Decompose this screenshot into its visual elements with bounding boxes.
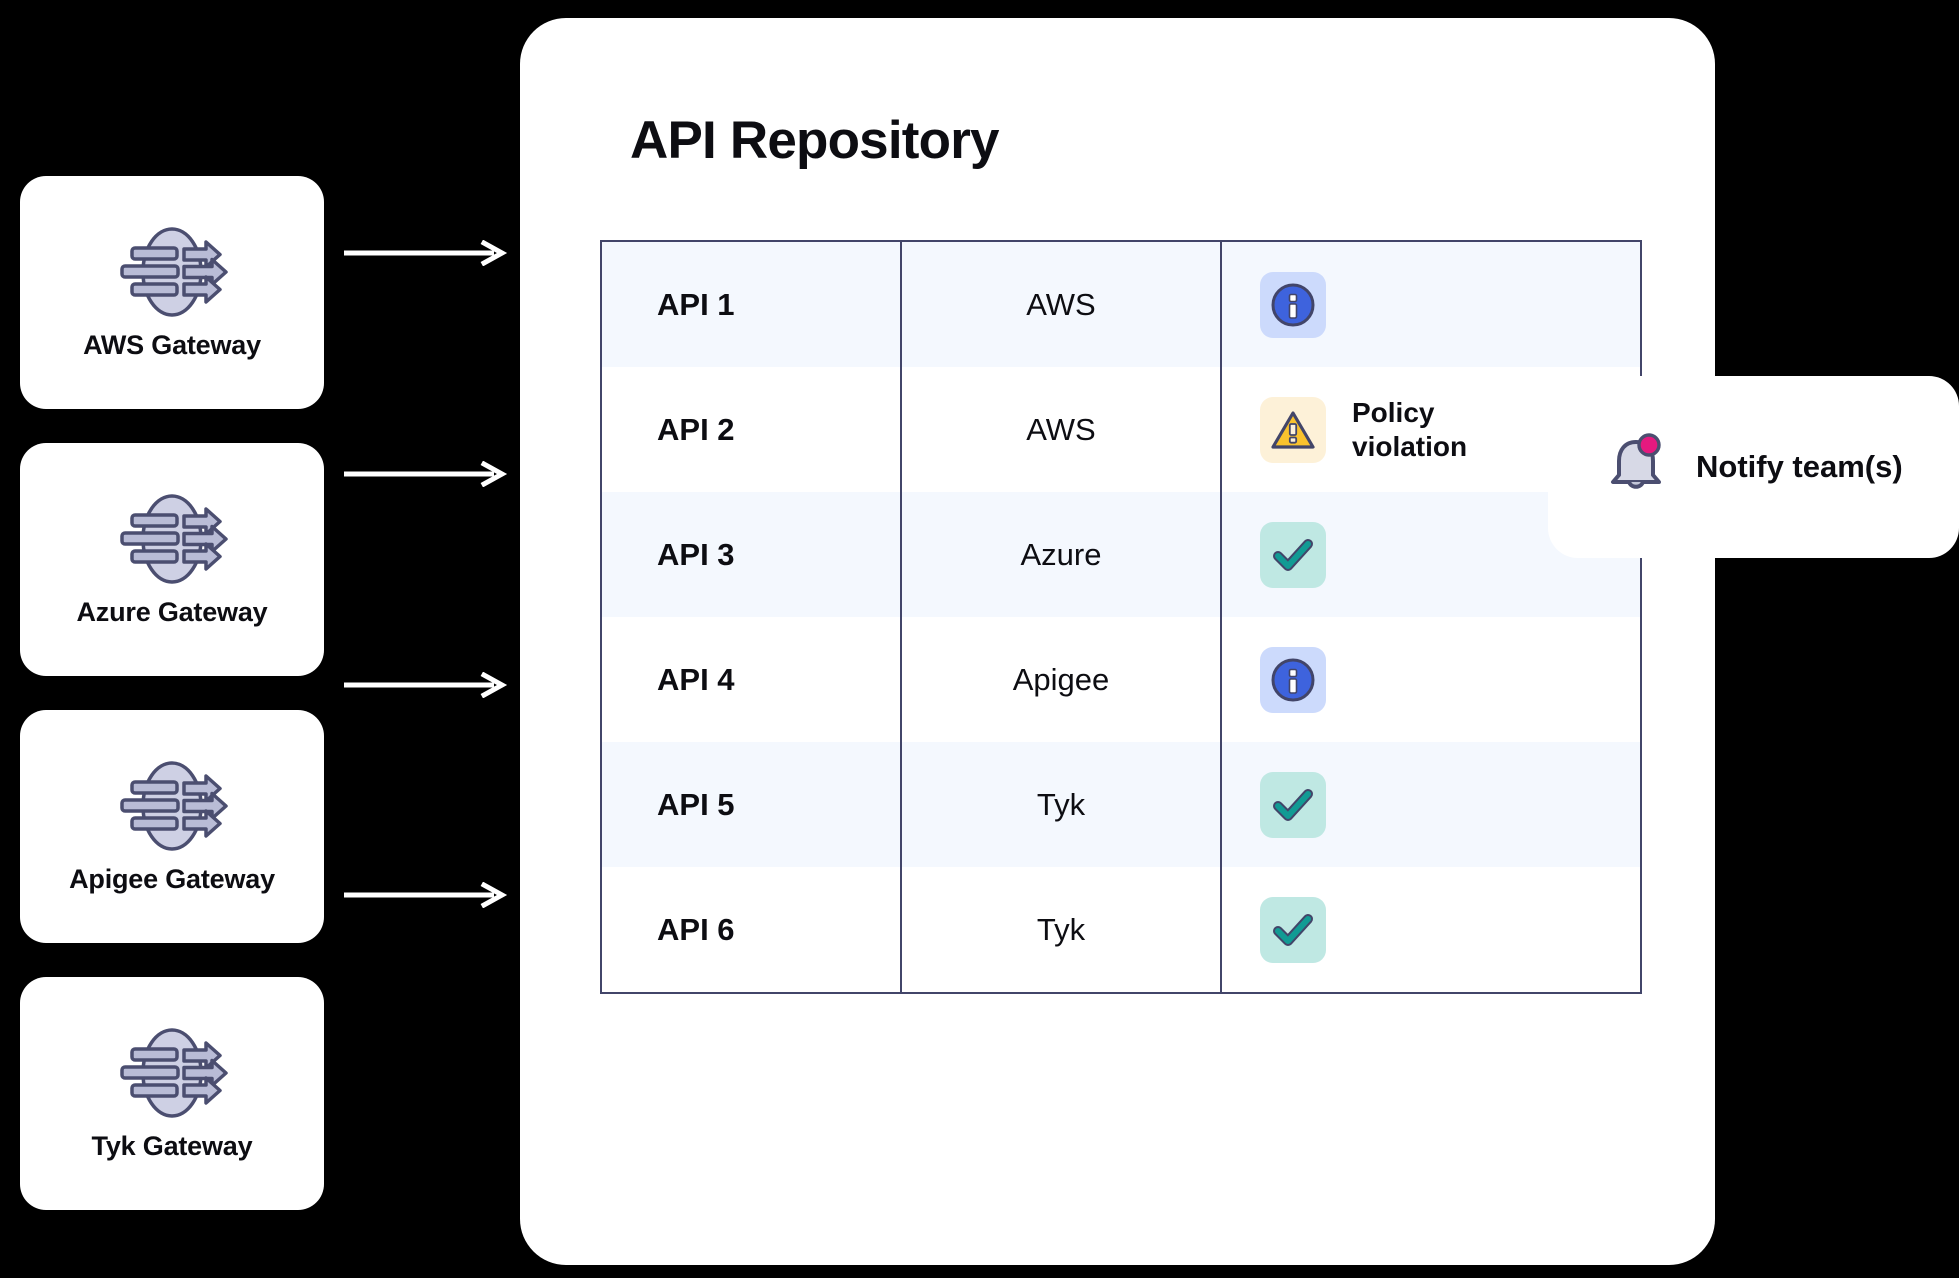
cell-api-name: API 3: [602, 492, 902, 617]
cell-status: [1222, 242, 1640, 367]
cell-vendor: AWS: [902, 242, 1222, 367]
cell-status: [1222, 617, 1640, 742]
table-row[interactable]: API 2 AWS Policy violation: [602, 367, 1640, 492]
cell-api-name: API 4: [602, 617, 902, 742]
api-gateway-icon: [110, 758, 234, 854]
api-gateway-icon: [110, 491, 234, 587]
api-repository-panel: API Repository API 1 AWS: [520, 18, 1715, 1265]
cell-vendor: Tyk: [902, 742, 1222, 867]
bell-icon: [1596, 425, 1676, 510]
connector-arrow-azure: [344, 461, 510, 487]
cell-vendor: AWS: [902, 367, 1222, 492]
gateway-card-label: Apigee Gateway: [69, 864, 275, 894]
notify-teams-callout[interactable]: Notify team(s): [1548, 376, 1959, 558]
api-gateway-icon: [110, 224, 234, 320]
cell-api-name: API 5: [602, 742, 902, 867]
status-label: Policy violation: [1352, 397, 1468, 462]
cell-vendor: Apigee: [902, 617, 1222, 742]
check-icon: [1260, 771, 1326, 838]
cell-api-name: API 1: [602, 242, 902, 367]
cell-api-name: API 6: [602, 867, 902, 992]
info-icon: [1260, 271, 1326, 338]
info-icon: [1260, 646, 1326, 713]
check-icon: [1260, 896, 1326, 963]
api-table: API 1 AWS API 2 AWS: [600, 240, 1642, 994]
check-icon: [1260, 521, 1326, 588]
cell-vendor: Azure: [902, 492, 1222, 617]
cell-status: Policy violation: [1222, 367, 1640, 492]
table-row[interactable]: API 5 Tyk: [602, 742, 1640, 867]
cell-api-name: API 2: [602, 367, 902, 492]
warning-icon: [1260, 396, 1326, 463]
table-row[interactable]: API 1 AWS: [602, 242, 1640, 367]
gateway-card-apigee[interactable]: Apigee Gateway: [20, 710, 324, 943]
cell-status: [1222, 492, 1640, 617]
cell-status: [1222, 867, 1640, 992]
connector-arrow-aws: [344, 240, 510, 266]
gateway-list: AWS Gateway Azure: [20, 176, 324, 1210]
cell-vendor: Tyk: [902, 867, 1222, 992]
connector-arrow-tyk: [344, 882, 510, 908]
table-row[interactable]: API 4 Apigee: [602, 617, 1640, 742]
gateway-card-label: Tyk Gateway: [91, 1131, 253, 1161]
table-row[interactable]: API 3 Azure: [602, 492, 1640, 617]
cell-status: [1222, 742, 1640, 867]
gateway-card-label: Azure Gateway: [76, 597, 268, 627]
notify-teams-label: Notify team(s): [1696, 449, 1903, 484]
gateway-card-azure[interactable]: Azure Gateway: [20, 443, 324, 676]
connector-arrow-apigee: [344, 672, 510, 698]
gateway-card-label: AWS Gateway: [83, 330, 261, 360]
gateway-card-aws[interactable]: AWS Gateway: [20, 176, 324, 409]
page-title: API Repository: [630, 111, 1000, 170]
api-gateway-icon: [110, 1025, 234, 1121]
table-row[interactable]: API 6 Tyk: [602, 867, 1640, 992]
gateway-card-tyk[interactable]: Tyk Gateway: [20, 977, 324, 1210]
